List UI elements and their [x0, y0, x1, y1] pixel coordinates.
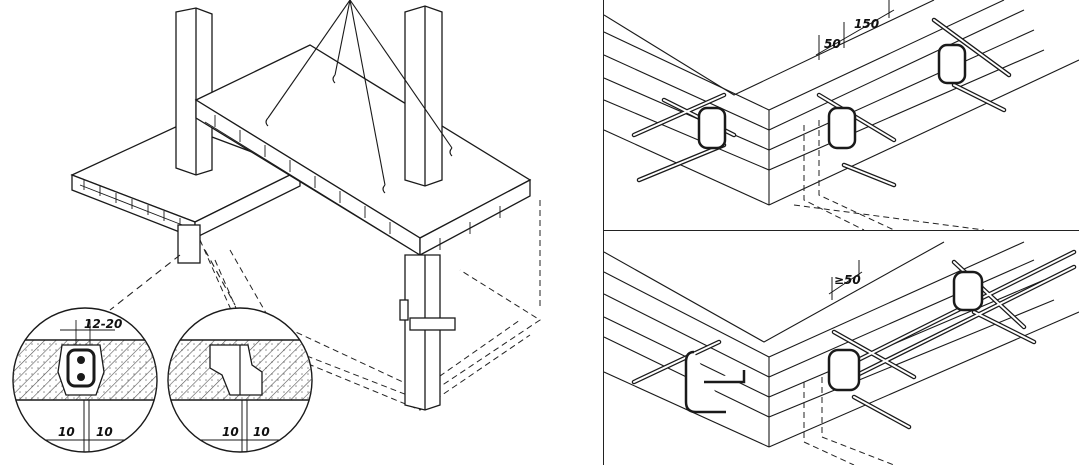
spacing-label-a: 50: [824, 37, 841, 51]
corner-detail-drawing: 50 150: [604, 0, 1079, 230]
horizontal-divider: [604, 230, 1079, 231]
dashed-joint-lines: [793, 120, 985, 230]
detail-circle-joint-2: 10 10: [167, 307, 313, 453]
slab-edges: [604, 0, 1079, 206]
spacing-dimension: [815, 0, 895, 60]
slab-edges-2: [604, 241, 1079, 448]
detail-leaders: [109, 249, 236, 311]
dim-left-label-2: 10: [222, 425, 239, 439]
isometric-drawing: 12-20 10 10 10 10: [12, 0, 541, 453]
upper-slab: [194, 44, 532, 257]
dim-right-label-2: 10: [253, 425, 270, 439]
dim-left-label: 10: [58, 425, 75, 439]
dashed-joint-lines-2: [803, 377, 895, 465]
corner-detail-hooks-panel: ≥50: [604, 232, 1079, 465]
dim-right-label: 10: [96, 425, 113, 439]
min-dimension: [828, 260, 863, 300]
hook-loops: [684, 270, 984, 414]
column-right: [399, 5, 456, 411]
spacing-label-b: 150: [854, 17, 879, 31]
detail-circle-joint-1: 12-20 10 10: [12, 307, 158, 453]
lifting-cables: [265, 0, 453, 194]
gap-width-label: 12-20: [84, 317, 122, 331]
min-spacing-label: ≥50: [834, 273, 861, 287]
column-left: [175, 7, 213, 264]
hook-detail-drawing: ≥50: [604, 241, 1079, 465]
vertical-divider: [603, 0, 604, 465]
isometric-slab-assembly-panel: 12-20 10 10 10 10: [12, 0, 541, 453]
corner-detail-stirrups-panel: 50 150: [604, 0, 1079, 230]
stirrup-loops: [697, 43, 967, 150]
